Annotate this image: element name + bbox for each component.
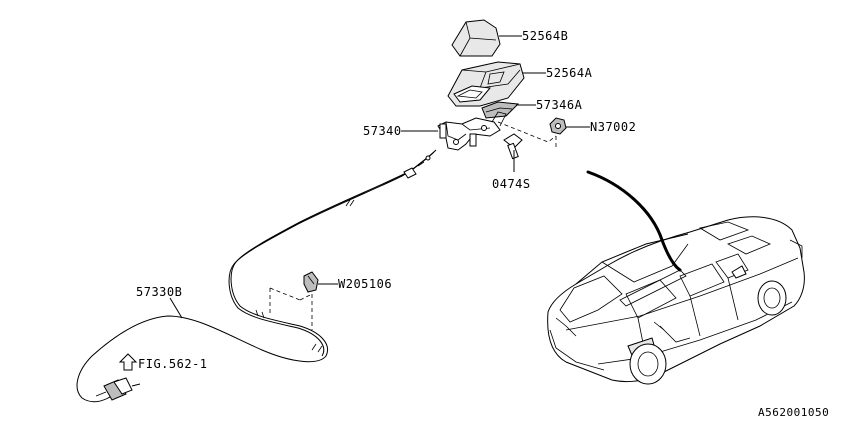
drawing-number: A562001050 (758, 406, 829, 419)
label-N37002: N37002 (590, 120, 636, 134)
fig-reference-arrow: FIG.562-1 (118, 353, 208, 371)
label-52564B: 52564B (522, 29, 568, 43)
lever-housing-52564A: 52564A (447, 61, 593, 107)
label-0474S: 0474S (492, 177, 531, 191)
label-57330B: 57330B (136, 285, 182, 299)
label-57340: 57340 (363, 124, 402, 138)
cover-cap-52564B: 52564B (451, 19, 568, 57)
clip-W205106: W205106 (269, 271, 392, 330)
label-57346A: 57346A (536, 98, 583, 112)
lever-bracket-57340: 57340 (363, 111, 507, 151)
cable-end-connector (95, 377, 141, 401)
label-fig-562-1: FIG.562-1 (138, 357, 208, 371)
release-cable-57330B: 57330B (76, 149, 437, 403)
label-W205106: W205106 (338, 277, 392, 291)
clip-nut-N37002: N37002 (497, 117, 636, 150)
bolt-0474S: 0474S (492, 133, 531, 191)
label-52564A: 52564A (546, 66, 593, 80)
pad-57346A: 57346A (481, 98, 583, 119)
vehicle-illustration (547, 170, 805, 385)
